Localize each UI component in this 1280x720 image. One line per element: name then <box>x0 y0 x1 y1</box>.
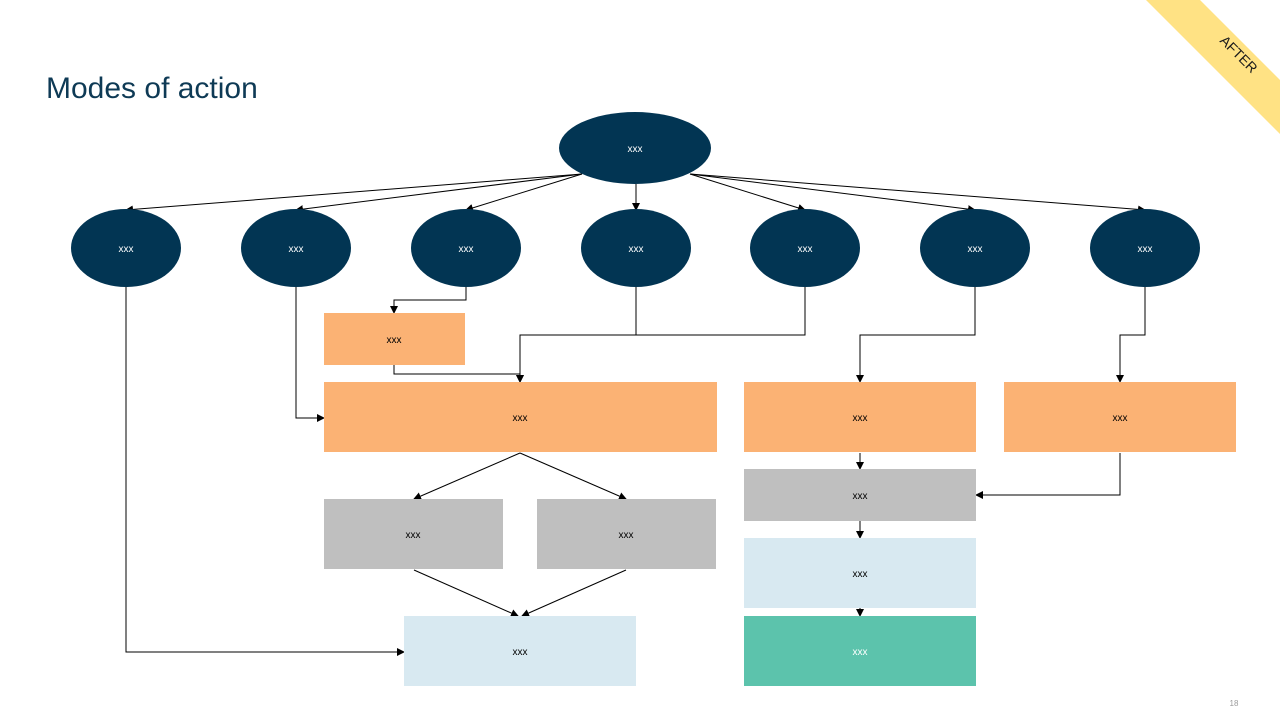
edge-gray-right-lightblue <box>521 569 627 617</box>
edge-n1-lightblue <box>125 287 405 656</box>
level1-node-6: xxx <box>920 209 1030 287</box>
level1-node-label: xxx <box>119 244 134 255</box>
edge-gray-left-lightblue <box>413 569 519 617</box>
root-node-label: xxx <box>628 144 643 155</box>
page-number: 18 <box>1229 699 1239 708</box>
lightblue-mid-box-label: xxx <box>853 569 868 580</box>
edge-root-n2 <box>295 173 583 214</box>
orange-wide-box-label: xxx <box>513 413 528 424</box>
orange-right-box: xxx <box>1004 382 1236 452</box>
lightblue-bottom-box-label: xxx <box>513 647 528 658</box>
level1-node-label: xxx <box>798 244 813 255</box>
small-orange-box-label: xxx <box>387 335 402 346</box>
edge-smallbox-orange <box>393 365 524 383</box>
level1-node-label: xxx <box>629 244 644 255</box>
level1-node-label: xxx <box>289 244 304 255</box>
gray-mid-box-label: xxx <box>853 491 868 502</box>
level1-node-3: xxx <box>411 209 521 287</box>
gray-left-box: xxx <box>324 499 503 569</box>
level1-node-5: xxx <box>750 209 860 287</box>
orange-right-box-label: xxx <box>1113 413 1128 424</box>
edge-root-n3 <box>465 173 583 212</box>
ribbon-band <box>1146 0 1280 134</box>
edge-root-n6 <box>689 173 976 214</box>
connectors <box>125 173 1146 656</box>
level1-node-2: xxx <box>241 209 351 287</box>
edge-n7-orange-right <box>1116 287 1146 383</box>
edge-n6-orange-mid <box>856 287 976 383</box>
lightblue-mid-box: xxx <box>744 538 976 608</box>
edge-n3-smallbox <box>390 287 467 314</box>
teal-bottom-box: xxx <box>744 616 976 686</box>
orange-mid-box: xxx <box>744 382 976 452</box>
level1-node-label: xxx <box>968 244 983 255</box>
level1-node-label: xxx <box>1138 244 1153 255</box>
small-orange-box: xxx <box>324 313 465 365</box>
level1-node-label: xxx <box>459 244 474 255</box>
edge-root-n5 <box>689 173 806 212</box>
gray-right-box-label: xxx <box>619 530 634 541</box>
level1-node-7: xxx <box>1090 209 1200 287</box>
edge-orange-gray-right <box>519 452 627 500</box>
edge-n4-orange <box>516 287 637 383</box>
root-node: xxx <box>559 112 711 184</box>
level1-node-4: xxx <box>581 209 691 287</box>
edge-n2-orange <box>295 287 325 422</box>
lightblue-bottom-box: xxx <box>404 616 636 686</box>
level1-node-1: xxx <box>71 209 181 287</box>
gray-left-box-label: xxx <box>406 530 421 541</box>
orange-wide-box: xxx <box>324 382 717 452</box>
gray-mid-box: xxx <box>744 469 976 521</box>
orange-mid-box-label: xxx <box>853 413 868 424</box>
slide-title: Modes of action <box>46 72 258 105</box>
edge-orange-gray-left <box>413 452 521 500</box>
gray-right-box: xxx <box>537 499 716 569</box>
edge-root-n1 <box>125 173 583 214</box>
edge-orange-right-gray-mid <box>975 453 1121 499</box>
edge-root-n7 <box>689 173 1146 214</box>
teal-bottom-box-label: xxx <box>853 647 868 658</box>
edge-n5-merge <box>636 287 806 336</box>
